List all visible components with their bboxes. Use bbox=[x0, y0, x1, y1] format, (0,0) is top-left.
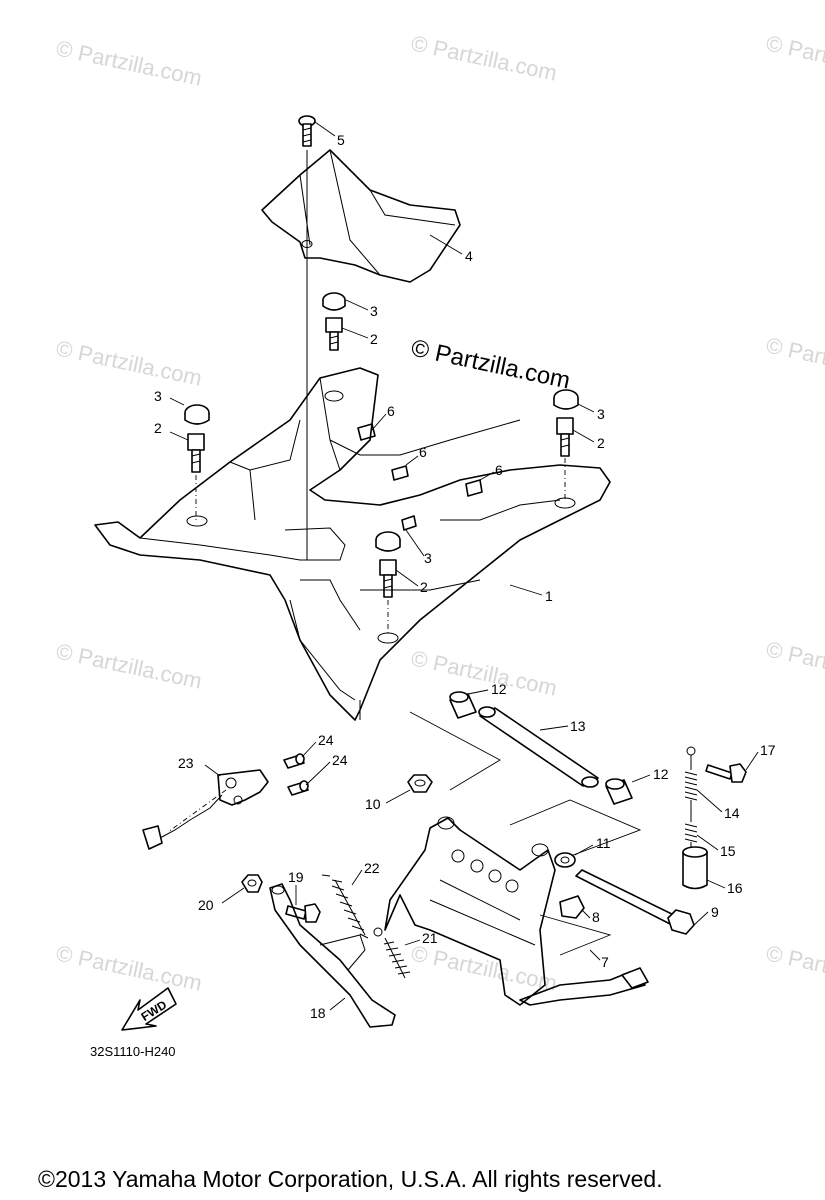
grommet-part-3 bbox=[184, 404, 210, 425]
long-bolt-part-9 bbox=[575, 869, 695, 935]
bolt-part-17 bbox=[705, 763, 747, 783]
callout-18: 18 bbox=[310, 1005, 326, 1021]
callout-6: 6 bbox=[419, 444, 427, 460]
callout-4: 4 bbox=[465, 248, 473, 264]
watermark: © Partzilla.com bbox=[764, 30, 825, 85]
callout-2: 2 bbox=[154, 420, 162, 436]
watermark-center: © Partzilla.com bbox=[409, 334, 573, 394]
collar-part-12 bbox=[449, 691, 477, 719]
callout-6: 6 bbox=[495, 462, 503, 478]
spring-part-15 bbox=[684, 815, 698, 850]
watermark: © Partzilla.com bbox=[409, 30, 559, 85]
bolt-part-19 bbox=[285, 903, 321, 923]
callout-8: 8 bbox=[592, 909, 600, 925]
callout-12: 12 bbox=[653, 766, 669, 782]
callout-17: 17 bbox=[760, 742, 776, 758]
alignment-line bbox=[539, 914, 612, 956]
callout-1: 1 bbox=[545, 588, 553, 604]
callout-11: 11 bbox=[596, 835, 611, 851]
cover-part-4 bbox=[261, 149, 461, 283]
bolt-part-2 bbox=[556, 417, 574, 457]
callout-2: 2 bbox=[420, 579, 428, 595]
cylinder-part-16 bbox=[682, 846, 708, 890]
washer-part-11 bbox=[554, 852, 576, 868]
callout-9: 9 bbox=[711, 904, 719, 920]
grommet-part-3 bbox=[322, 292, 346, 311]
watermark: © Partzilla.com bbox=[54, 35, 204, 90]
callout-19: 19 bbox=[288, 869, 304, 885]
spring-part-21 bbox=[373, 927, 411, 979]
damper-part-8 bbox=[559, 895, 585, 919]
nut-part-20 bbox=[241, 874, 263, 893]
callout-6: 6 bbox=[387, 403, 395, 419]
callout-2: 2 bbox=[370, 331, 378, 347]
nut-part-10 bbox=[407, 774, 433, 793]
callout-3: 3 bbox=[424, 550, 432, 566]
callout-21: 21 bbox=[422, 930, 438, 946]
callout-3: 3 bbox=[370, 303, 378, 319]
screw-part-24 bbox=[287, 780, 309, 796]
collar-part-12 bbox=[605, 778, 633, 805]
alignment-line bbox=[409, 711, 501, 791]
watermark: © Partzilla.com bbox=[764, 636, 825, 691]
grommet-part-3 bbox=[553, 389, 579, 410]
alignment-line bbox=[509, 799, 642, 861]
bolt-part-2 bbox=[325, 317, 343, 351]
pipe-part-13 bbox=[478, 706, 599, 788]
diagram-code: 32S1110-H240 bbox=[90, 1044, 176, 1059]
watermark: © Partzilla.com bbox=[54, 335, 204, 390]
bolt-part-2 bbox=[379, 559, 397, 598]
callout-20: 20 bbox=[198, 897, 214, 913]
spring-part-14 bbox=[684, 746, 698, 815]
grommet-part-3 bbox=[375, 531, 401, 552]
callout-13: 13 bbox=[570, 718, 586, 734]
callout-23: 23 bbox=[178, 755, 194, 771]
callout-22: 22 bbox=[364, 860, 380, 876]
callout-5: 5 bbox=[337, 132, 345, 148]
clip-part-6 bbox=[357, 423, 483, 531]
bolt-part-2 bbox=[187, 433, 205, 473]
watermark: © Partzilla.com bbox=[54, 940, 204, 995]
watermark: © Partzilla.com bbox=[54, 638, 204, 693]
watermark: © Partzilla.com bbox=[409, 940, 559, 995]
callout-10: 10 bbox=[365, 796, 381, 812]
copyright-footer: ©2013 Yamaha Motor Corporation, U.S.A. A… bbox=[38, 1166, 663, 1192]
callout-3: 3 bbox=[597, 406, 605, 422]
side-stand-part-18 bbox=[269, 883, 396, 1028]
watermark: © Partzilla.com bbox=[764, 332, 825, 387]
watermark: © Partzilla.com bbox=[764, 940, 825, 995]
spring-part-22 bbox=[321, 874, 369, 939]
callout-16: 16 bbox=[727, 880, 743, 896]
callout-2: 2 bbox=[597, 435, 605, 451]
watermark: © Partzilla.com bbox=[409, 645, 559, 700]
callout-24: 24 bbox=[318, 732, 334, 748]
footrest-board-part-1 bbox=[94, 367, 611, 721]
assembly-axis-line bbox=[167, 789, 227, 833]
callout-15: 15 bbox=[720, 843, 736, 859]
screw-part-24 bbox=[283, 753, 305, 769]
callout-12: 12 bbox=[491, 681, 507, 697]
callout-14: 14 bbox=[724, 805, 740, 821]
callout-labels: 5 4 3 2 3 2 6 6 3 2 6 3 2 1 12 13 24 23 … bbox=[154, 132, 776, 1021]
main-stand-part-7 bbox=[384, 816, 649, 1006]
screw-part-5 bbox=[298, 115, 316, 147]
callout-24: 24 bbox=[332, 752, 348, 768]
sidestand-switch-part-23 bbox=[142, 769, 269, 850]
watermark-group: © Partzilla.com © Partzilla.com © Partzi… bbox=[54, 30, 825, 995]
leader-lines bbox=[169, 121, 759, 1011]
forward-arrow: FWD bbox=[121, 987, 177, 1031]
callout-3: 3 bbox=[154, 388, 162, 404]
callout-7: 7 bbox=[601, 954, 609, 970]
